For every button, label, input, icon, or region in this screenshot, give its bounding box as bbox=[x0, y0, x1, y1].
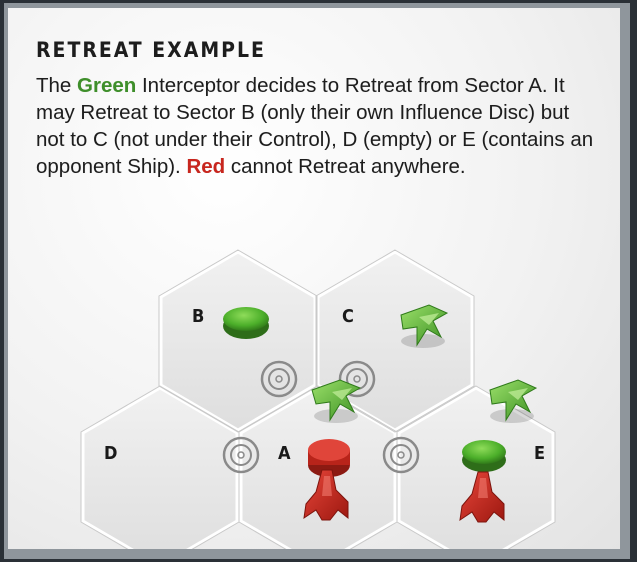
sector-label-e: E bbox=[534, 443, 545, 464]
influence-disc-icon bbox=[462, 440, 506, 472]
sector-label-d: D bbox=[104, 443, 117, 464]
sector-label-b: B bbox=[192, 306, 204, 327]
sector-label-c: C bbox=[342, 306, 354, 327]
interceptor-ship-icon bbox=[490, 380, 536, 423]
hex-map: B C D A E bbox=[8, 8, 620, 549]
retreat-example-panel: RETREAT EXAMPLE The Green Interceptor de… bbox=[8, 8, 620, 549]
sector-label-a: A bbox=[278, 443, 291, 464]
influence-disc-icon bbox=[223, 307, 269, 339]
